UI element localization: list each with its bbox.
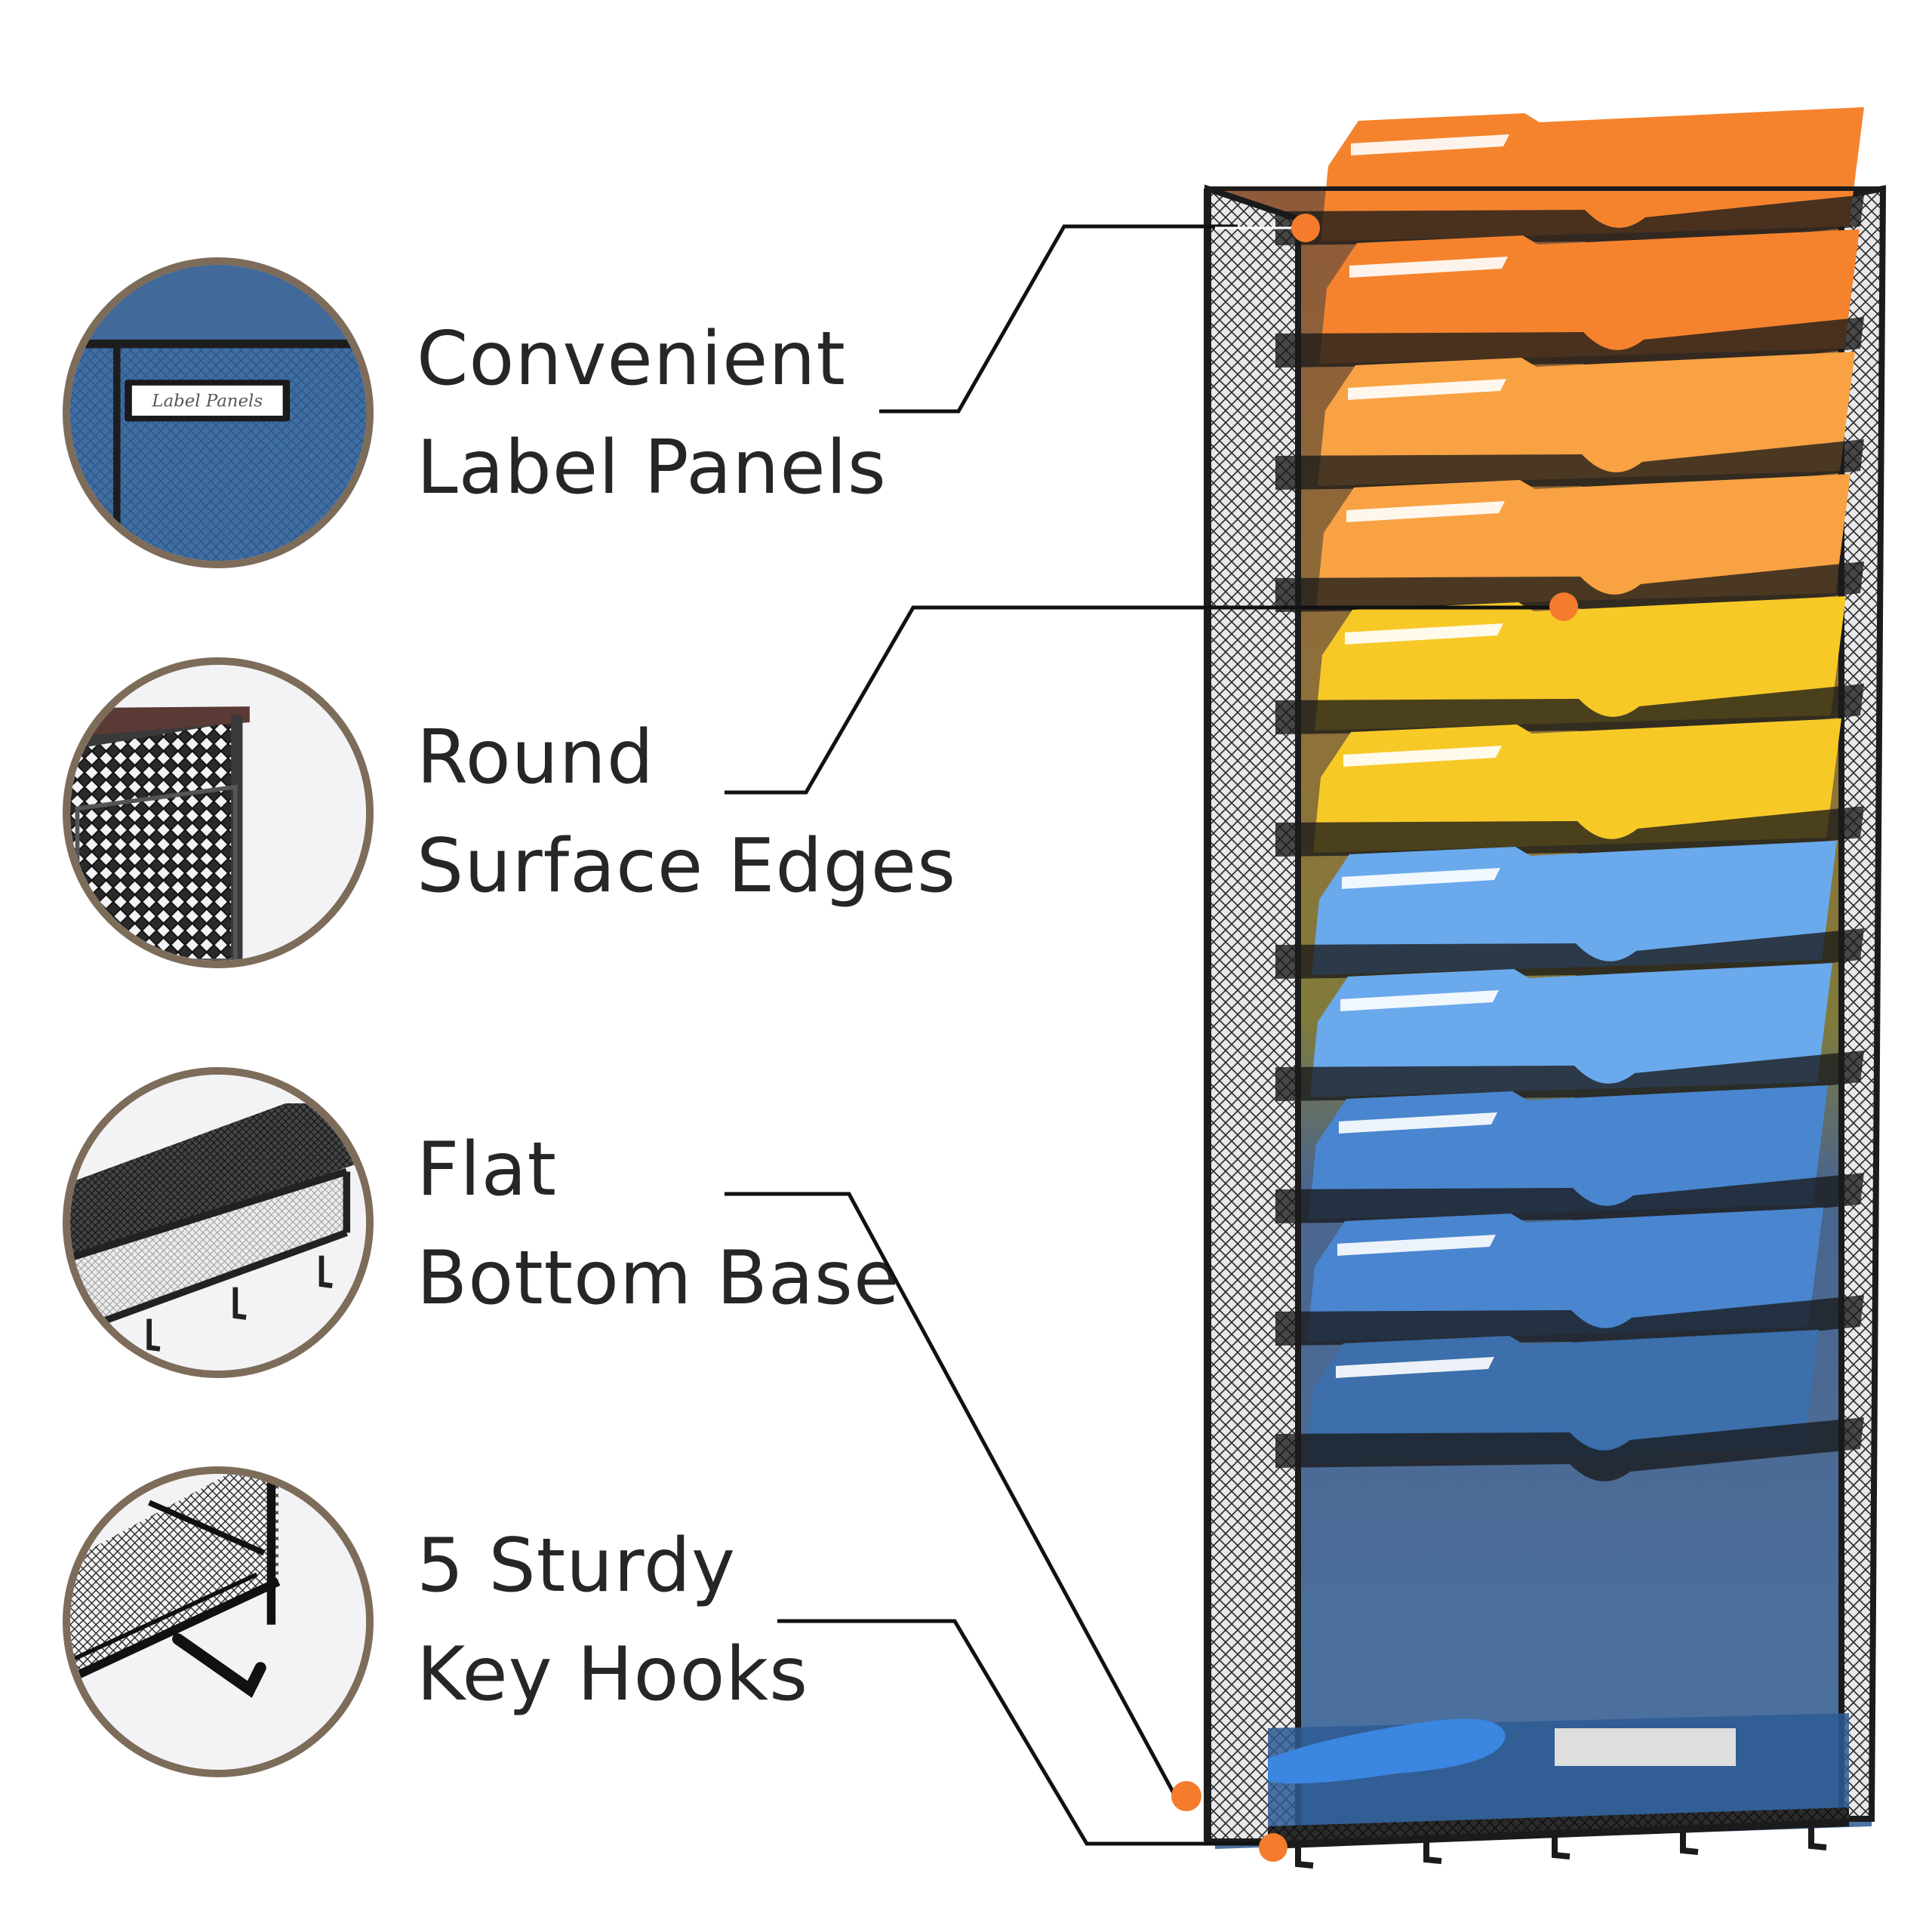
callout-line-flat-base [724,1192,1180,1801]
folder-label-strip [1340,990,1499,1011]
round-edge-detail-image [63,657,374,968]
feature-round-edges: Round Surface Edges [417,703,956,921]
folder-tier [1275,1330,1864,1481]
feature-round-edges-line2: Surface Edges [417,823,957,909]
stapler-image [1268,1718,1506,1784]
callout-line-label-panels [879,224,1238,414]
folder-label-strip [1349,257,1508,278]
feature-key-hooks-line2: Key Hooks [417,1632,809,1718]
feature-round-edges-line1: Round [417,715,655,801]
folder-tier [1275,718,1864,870]
key-hook-illustration [70,1474,366,1770]
callout-dot-round-edges [1549,592,1578,621]
callout-line-key-hooks [777,1619,1272,1846]
callout-dots [1171,214,1578,1862]
folder-label-strip [1342,868,1500,889]
feature-label-panels-line1: Convenient [417,316,846,402]
label-panel-tag-text: Label Panels [151,391,263,411]
folder-label-strip [1346,501,1505,522]
folder-label-strip [1343,746,1502,767]
folder-label-strip [1339,1112,1497,1134]
folder-label-strip [1337,1235,1496,1256]
folder-label-strip [1351,134,1509,155]
key-hook-detail-image [63,1466,374,1777]
flat-base-detail-image [63,1067,374,1378]
feature-flat-base: Flat Bottom Base [417,1115,900,1333]
callout-dot-key-hooks [1259,1833,1287,1862]
sticky-note-pad-image [1555,1728,1736,1766]
folder-label-strip [1336,1357,1494,1378]
feature-key-hooks: 5 Sturdy Key Hooks [417,1512,808,1729]
round-edge-illustration [70,665,366,961]
callout-dot-label-panels [1291,214,1320,242]
key-hooks [1295,1823,1827,1869]
feature-key-hooks-line1: 5 Sturdy [417,1523,737,1609]
callout-line-round-edges [724,605,1562,795]
file-folders [1275,107,1864,1481]
feature-label-panels-line2: Label Panels [417,425,887,511]
feature-flat-base-line1: Flat [417,1127,558,1213]
callout-dot-flat-base [1171,1781,1201,1811]
callout-lines [724,224,1562,1846]
folder-label-strip [1348,379,1506,400]
mesh-pocket [1275,1417,1864,1481]
flat-base-illustration [70,1075,366,1371]
folder-label-strip [1345,623,1503,645]
feature-flat-base-line2: Bottom Base [417,1235,900,1321]
feature-label-panels: Convenient Label Panels [417,305,887,522]
label-panel-detail-image: Label Panels [63,257,374,568]
